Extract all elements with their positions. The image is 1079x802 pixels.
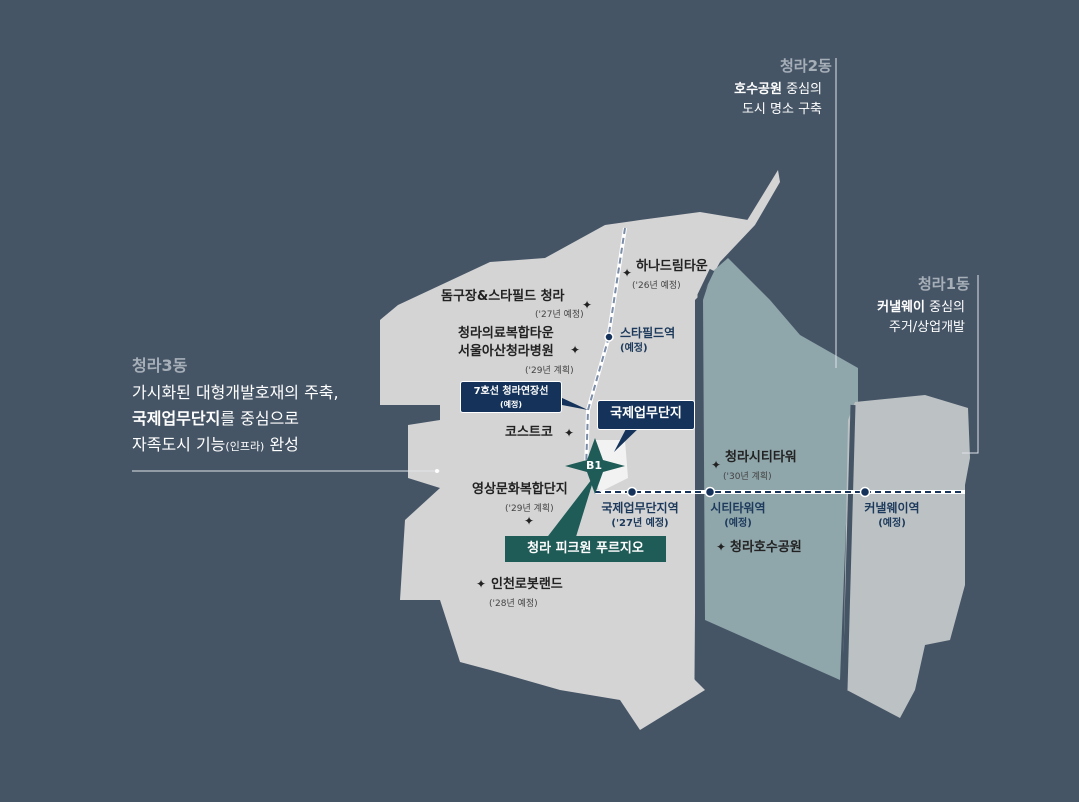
place-media-star-icon: ✦: [524, 514, 535, 528]
place-citytower-name[interactable]: 청라시티타워: [725, 450, 797, 465]
subway-line-7-track: [584, 227, 627, 471]
station-citytower-dot[interactable]: [704, 486, 716, 498]
line7-callout-pointer: [560, 397, 588, 410]
district-cheongna1-line2: 주거/상업개발: [888, 320, 965, 335]
district-cheongna1-line1-rest: 중심의: [924, 300, 965, 315]
place-media-note: ('29년 계획): [505, 504, 554, 514]
place-dome-name[interactable]: 돔구장&스타필드 청라: [441, 289, 565, 304]
station-intl-name: 국제업무단지역: [601, 501, 679, 515]
district-cheongna1-title: 청라1동: [918, 275, 970, 293]
district-cheongna3-line2-bold: 국제업무단지: [132, 409, 221, 428]
place-medical-name2[interactable]: 서울아산청라병원: [458, 344, 554, 359]
district-cheongna1-area: [843, 395, 970, 718]
district-cheongna3-line3-pre: 자족도시 기능: [132, 435, 226, 454]
district-boundary-west: [694, 268, 715, 691]
station-citytower[interactable]: 시티타워역 (예정): [700, 501, 776, 531]
place-medical-star-icon: ✦: [570, 343, 581, 357]
place-dome-star-icon: ✦: [582, 298, 593, 312]
district-cheongna1-line1: 커낼웨이 중심의: [877, 298, 965, 318]
leader-line-cheongna1: [962, 275, 979, 454]
place-lakepark-name[interactable]: 청라호수공원: [730, 540, 802, 555]
place-medical-name1[interactable]: 청라의료복합타운: [458, 326, 554, 341]
place-costco-star-icon: ✦: [564, 426, 575, 440]
place-citytower-note: ('30년 계획): [723, 472, 772, 482]
station-canalway-dot[interactable]: [859, 486, 871, 498]
project-callout[interactable]: 청라 피크원 푸르지오: [505, 536, 666, 562]
district-cheongna3-line3-paren: (인프라): [225, 440, 265, 453]
leader-dot-cheongna3: [435, 469, 439, 473]
place-hana-name[interactable]: 하나드림타운: [636, 259, 708, 274]
place-hana-star-icon: ✦: [622, 266, 633, 280]
place-lakepark-star-icon: ✦: [716, 540, 727, 554]
district-cheongna2-line1-rest: 중심의: [781, 82, 822, 97]
district-cheongna3-description: 가시화된 대형개발호재의 주축, 국제업무단지를 중심으로 자족도시 기능(인프…: [132, 380, 339, 460]
district-cheongna2-area: [703, 258, 858, 680]
ibd-callout[interactable]: 국제업무단지: [597, 400, 695, 430]
district-cheongna1-line1-bold: 커낼웨이: [877, 300, 925, 315]
place-dome-note: ('27년 예정): [535, 310, 584, 320]
district-cheongna3-title: 청라3동: [132, 356, 188, 375]
district-cheongna2-title: 청라2동: [780, 57, 832, 75]
station-intl-note: ('27년 예정): [611, 518, 669, 529]
b1-label: B1: [586, 459, 603, 472]
place-robot-note: ('28년 예정): [489, 599, 538, 609]
place-robot-name[interactable]: 인천로봇랜드: [491, 577, 563, 592]
station-canalway[interactable]: 커낼웨이역 (예정): [852, 501, 932, 531]
district-cheongna2-line2: 도시 명소 구축: [741, 102, 822, 117]
district-cheongna3-line3-post: 완성: [264, 435, 299, 454]
place-citytower-star-icon: ✦: [711, 458, 722, 472]
district-cheongna3-area: [380, 170, 780, 730]
district-cheongna3-line2-rest: 를 중심으로: [220, 409, 300, 428]
station-starfield-note: (예정): [620, 343, 648, 354]
district-boundary-east: [842, 404, 856, 691]
place-media-name[interactable]: 영상문화복합단지: [472, 482, 568, 497]
station-starfield-dot[interactable]: [604, 332, 614, 342]
station-starfield[interactable]: 스타필드역 (예정): [620, 326, 675, 356]
place-costco-name[interactable]: 코스트코: [505, 425, 553, 440]
district-cheongna3-line3: 자족도시 기능(인프라) 완성: [132, 432, 339, 460]
place-hana-note: ('26년 예정): [632, 281, 681, 291]
ibd-callout-pointer: [614, 425, 642, 452]
district-cheongna2-description: 호수공원 중심의 도시 명소 구축: [734, 80, 822, 120]
b1-star-marker[interactable]: [565, 438, 625, 494]
place-medical-note: ('29년 계획): [525, 366, 574, 376]
station-starfield-name: 스타필드역: [620, 326, 676, 340]
place-robot-star-icon: ✦: [476, 577, 487, 591]
district-cheongna3-line1: 가시화된 대형개발호재의 주축,: [132, 383, 339, 402]
station-citytower-note: (예정): [724, 518, 752, 529]
station-canalway-name: 커낼웨이역: [864, 501, 920, 515]
line7-callout-label: 7호선 청라연장선: [473, 386, 549, 397]
station-intl[interactable]: 국제업무단지역 ('27년 예정): [594, 501, 686, 531]
station-citytower-name: 시티타워역: [710, 501, 766, 515]
district-cheongna3-line2: 국제업무단지를 중심으로: [132, 406, 339, 432]
station-canalway-note: (예정): [878, 518, 906, 529]
station-intl-dot[interactable]: [626, 486, 638, 498]
project-callout-pointer: [545, 475, 595, 540]
line7-callout-note: (예정): [499, 400, 523, 409]
district-cheongna2-line1-bold: 호수공원: [734, 82, 782, 97]
district-cheongna1-description: 커낼웨이 중심의 주거/상업개발: [877, 298, 965, 338]
line7-callout[interactable]: 7호선 청라연장선 (예정): [460, 381, 562, 413]
district-cheongna2-line1: 호수공원 중심의: [734, 80, 822, 100]
